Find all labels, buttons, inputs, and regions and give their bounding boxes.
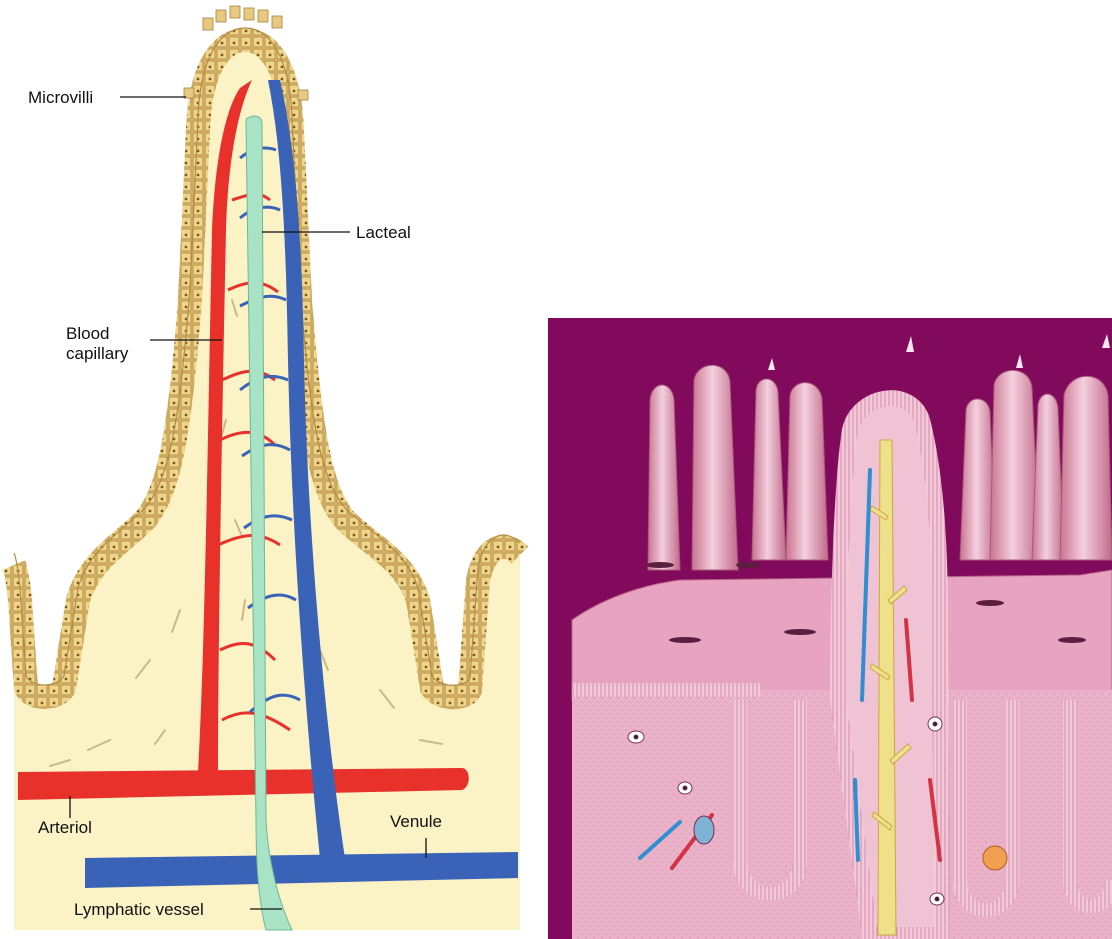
- label-arteriol: Arteriol: [38, 818, 92, 837]
- crypt-base-cells: [983, 846, 1007, 870]
- villus-diagram: [14, 6, 520, 930]
- mucosa-illustration: [548, 318, 1112, 939]
- label-lacteal: Lacteal: [356, 223, 411, 242]
- label-blood-capillary-line1: Blood: [66, 324, 109, 343]
- label-microvilli: Microvilli: [28, 88, 93, 107]
- label-lymphatic-vessel: Lymphatic vessel: [74, 900, 204, 919]
- label-blood-capillary-line2: capillary: [66, 344, 128, 363]
- label-venule: Venule: [390, 812, 442, 831]
